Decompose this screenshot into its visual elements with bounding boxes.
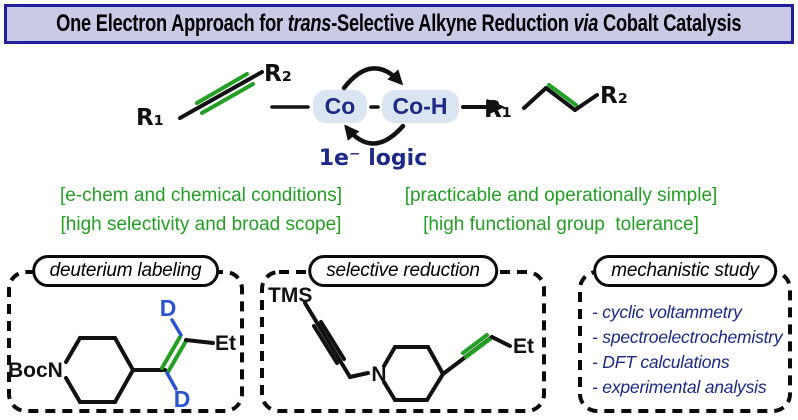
deuterium-structure: BocN D D Et: [7, 270, 244, 413]
triple-bond-line: [319, 320, 346, 361]
box-title: deuterium labeling: [49, 260, 202, 281]
piperidine-ring: N: [371, 345, 445, 402]
coh-label: Co-H: [393, 93, 448, 119]
double-bond-green-line: [464, 337, 492, 359]
ring-bond: [64, 336, 82, 364]
ring-bond: [113, 368, 135, 404]
bond-line: [490, 335, 512, 348]
list-item: - cyclic voltammetry: [592, 302, 742, 322]
bond-line: [573, 93, 599, 112]
substrate-r1-label: R₁: [136, 105, 164, 131]
mechanistic-study-box: - cyclic voltammetry - spectroelectroche…: [578, 255, 792, 413]
catalyst-cycle: Co Co-H 1e⁻ logic: [270, 66, 459, 171]
box-title-pill: deuterium labeling: [31, 255, 220, 287]
dashed-border: [7, 270, 244, 413]
bond-line: [348, 371, 370, 379]
deuterium-labeling-box: BocN D D Et deuterium labeling: [7, 255, 244, 413]
title-italic-trans: trans: [288, 10, 332, 37]
trans-alkene-arm: Et: [441, 333, 534, 376]
tms-label: TMS: [268, 284, 312, 307]
highlight-conditions: [e-chem and chemical conditions]: [60, 185, 342, 206]
highlight-selectivity: [high selectivity and broad scope]: [60, 214, 342, 235]
triple-bond-green-line: [200, 82, 255, 115]
box-title-pill: selective reduction: [308, 255, 498, 287]
title-bar: One Electron Approach for trans-Selectiv…: [4, 4, 794, 44]
ring-bond: [64, 376, 82, 404]
co-highlight-pill: [313, 90, 367, 123]
one-electron-logic-label: 1e⁻ logic: [319, 146, 428, 171]
deuterium-top-label: D: [160, 295, 177, 321]
bond-line: [184, 338, 215, 345]
title-italic-via: via: [573, 10, 599, 37]
ring-bond: [382, 380, 397, 402]
mechanistic-study-list: - cyclic voltammetry - spectroelectroche…: [592, 300, 783, 400]
triple-bond-green-line: [195, 72, 249, 105]
co-label: Co: [325, 93, 356, 119]
double-bond-main-line: [544, 86, 577, 112]
d2-vinyl-group: D D Et: [131, 295, 236, 412]
box-title: mechanistic study: [611, 260, 759, 281]
highlight-tolerance: [high functional group tolerance]: [423, 214, 699, 235]
cycle-arrow-bottom: [344, 123, 406, 146]
title-part-3: Cobalt Catalysis: [598, 10, 742, 37]
selective-reduction-box: TMS N Et selec: [260, 255, 546, 413]
c-d-bond: [170, 318, 183, 337]
page-title: One Electron Approach for trans-Selectiv…: [56, 10, 741, 38]
boc-piperidine-ring: BocN: [8, 336, 135, 404]
product-arrow: [461, 99, 505, 115]
bond-line: [303, 301, 352, 379]
alkyne-substrate: R₁ R₂: [136, 61, 292, 131]
reaction-scheme: R₁ R₂ Co Co-H 1e⁻ logic R₁ R₂: [136, 61, 628, 171]
coh-highlight-pill: [382, 90, 459, 123]
nitrogen-label: N: [371, 363, 386, 386]
selective-reduction-structure: TMS N Et: [260, 270, 546, 413]
bond-line: [522, 86, 548, 110]
highlight-practicable: [practicable and operationally simple]: [404, 185, 718, 206]
c-d-bond: [165, 371, 178, 391]
box-title: selective reduction: [326, 260, 480, 281]
double-bond-green-line: [547, 83, 578, 107]
product-r1-label: R₁: [484, 97, 512, 123]
alkene-product: R₁ R₂: [484, 83, 628, 123]
arrowhead: [487, 99, 505, 115]
ring-bond: [382, 345, 397, 368]
list-item: - spectroelectrochemistry: [592, 327, 783, 347]
tms-alkyne-chain: TMS: [268, 284, 370, 379]
double-bond-green-line: [461, 333, 489, 355]
bocn-label: BocN: [8, 359, 63, 382]
product-r2-label: R₂: [600, 83, 628, 109]
ethyl-label: Et: [513, 335, 534, 358]
title-part-1: One Electron Approach for: [56, 10, 289, 37]
list-item: - experimental analysis: [592, 377, 767, 397]
title-part-2: -Selective Alkyne Reduction: [331, 10, 574, 37]
double-bond-green-line: [166, 339, 188, 374]
double-bond-green-line: [160, 335, 182, 370]
triple-bond-line: [312, 324, 339, 365]
feature-highlights: [e-chem and chemical conditions] [high s…: [0, 185, 798, 243]
ring-bond: [113, 336, 135, 372]
ring-bond: [425, 372, 445, 402]
list-item: - DFT calculations: [592, 352, 730, 372]
box-title-pill: mechanistic study: [593, 255, 777, 287]
bond-line: [178, 70, 264, 120]
ethyl-label: Et: [215, 332, 236, 355]
substrate-r2-label: R₂: [264, 61, 292, 87]
cycle-arrow-top: [341, 66, 404, 91]
ring-bond: [426, 345, 445, 376]
deuterium-bottom-label: D: [174, 386, 191, 412]
